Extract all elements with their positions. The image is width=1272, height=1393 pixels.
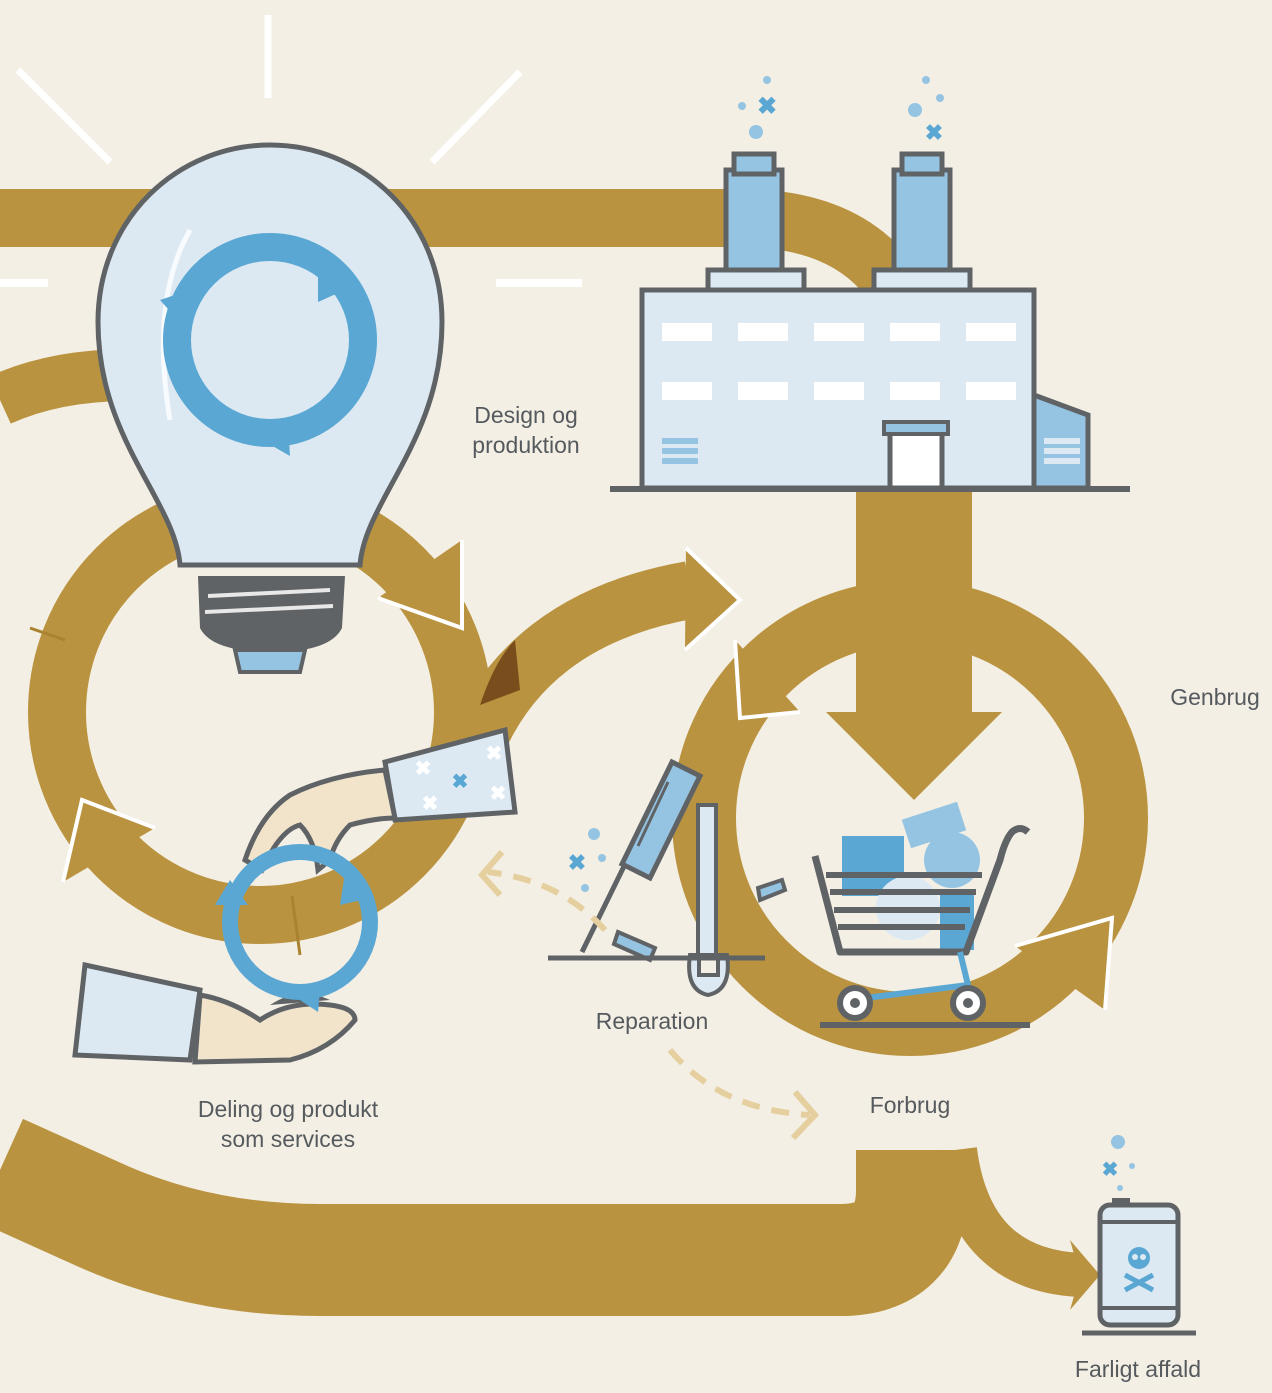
svg-text:✖: ✖ [1102,1159,1119,1181]
svg-text:✖: ✖ [757,93,777,120]
flow-arrowheads [61,540,1115,1011]
waste-flow-branch [933,1146,1100,1310]
svg-text:✖: ✖ [486,743,503,765]
screwdriver-icon [579,758,704,954]
factory-icon: ✖ ✖ [610,76,1130,492]
hands-icon: ✖ ✖ ✖ ✖ ✖ [72,726,518,1065]
label-design-line1: Design og [474,402,578,428]
recycle-arrows-icon [160,233,377,456]
bottom-return-band [0,1118,971,1316]
svg-text:✖: ✖ [452,771,469,793]
label-deling-line1: Deling og produkt [197,1096,379,1122]
lightbulb-icon [15,15,523,674]
label-design-production: Design og produktion [455,400,597,460]
label-deling: Deling og produkt som services [170,1094,406,1154]
shopping-cart-icon [811,801,1031,1028]
repair-tools: ✖ [548,758,788,998]
screw-icon [611,877,788,963]
label-deling-line2: som services [220,1126,356,1152]
repair-dashed-arrows [487,869,811,1118]
recycle-arrows-icon [215,844,378,1012]
label-forbrug: Forbrug [869,1092,951,1118]
svg-text:✖: ✖ [925,120,943,145]
svg-text:✖: ✖ [568,850,586,875]
svg-text:✖: ✖ [490,783,507,805]
wrench-icon [687,803,730,998]
svg-text:✖: ✖ [422,793,439,815]
dashed-arrowheads [477,850,820,1141]
label-reparation: Reparation [595,1008,709,1034]
down-flow-arrow [826,488,1002,800]
hazard-barrel-icon: ✖ [1082,1135,1196,1336]
label-genbrug: Genbrug [1170,684,1260,710]
cross-flow-band [442,561,696,771]
skull-icon [1123,1247,1155,1293]
label-design-line2: produktion [472,432,580,458]
svg-text:✖: ✖ [415,758,432,780]
label-farligt-affald: Farligt affald [1074,1356,1202,1382]
